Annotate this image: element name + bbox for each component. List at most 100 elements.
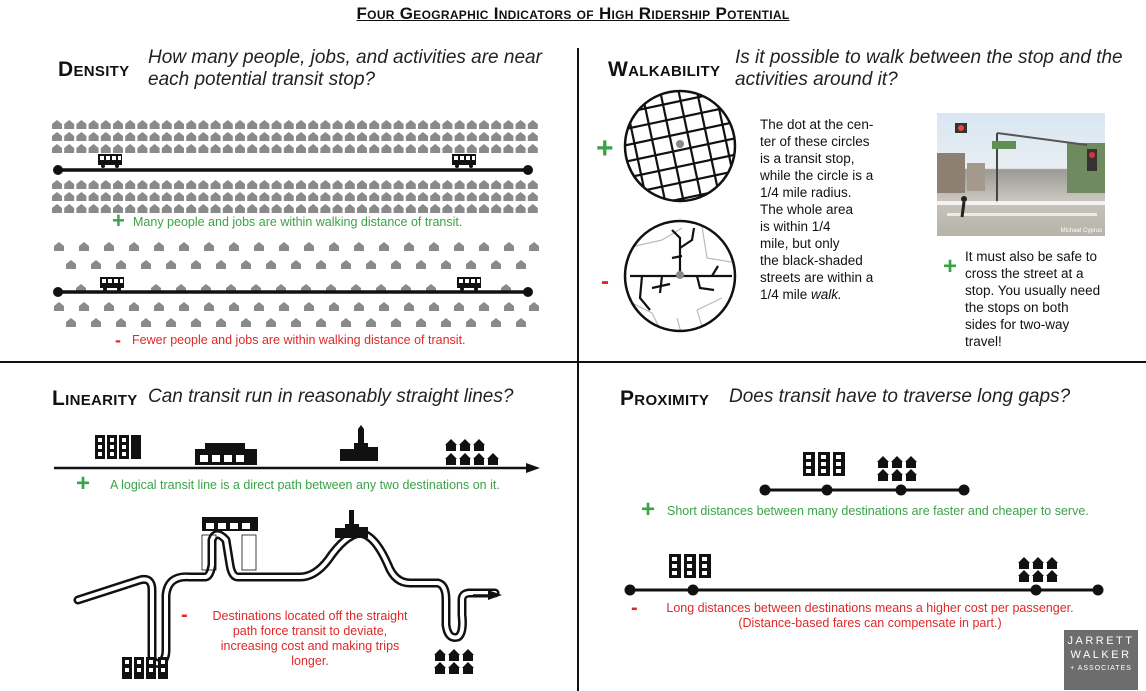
house-icon: [64, 120, 75, 129]
house-icon: [442, 120, 453, 129]
house-icon: [235, 180, 245, 189]
house-icon: [52, 144, 62, 153]
street-crossing-photo: Michael Cyprus: [937, 113, 1105, 236]
house-icon: [466, 192, 477, 201]
house-icon: [491, 144, 502, 153]
house-icon: [204, 242, 214, 251]
density-minus-caption: Fewer people and jobs are within walking…: [132, 333, 466, 347]
house-icon: [137, 120, 148, 129]
house-icon: [222, 204, 233, 213]
house-icon: [247, 144, 258, 153]
linearity-straight-diagram: [54, 425, 540, 473]
walk-emphasis: walk.: [811, 287, 842, 302]
grid-street-circle: [623, 89, 737, 203]
text-line: 1/4 mile radius.: [760, 185, 852, 200]
house-icon: [391, 318, 401, 327]
plus-icon: +: [112, 208, 125, 233]
house-icon: [179, 302, 189, 311]
text-line-start: 1/4 mile: [760, 287, 808, 302]
caption-line: increasing cost and making trips: [220, 639, 400, 653]
house-icon: [137, 144, 148, 153]
house-icon: [125, 132, 136, 141]
house-icon: [430, 180, 441, 189]
office-tower-icon: [669, 554, 711, 578]
plus-icon: +: [641, 496, 656, 523]
house-icon: [283, 132, 294, 141]
house-icon: [174, 192, 184, 201]
stop-dot: [624, 584, 636, 596]
page-title: Four Geographic Indicators of High Rider…: [356, 4, 790, 23]
stop-dot: [895, 484, 907, 496]
house-icon: [291, 318, 301, 327]
house-icon: [279, 302, 289, 311]
house-icon: [393, 132, 404, 141]
horizontal-divider: [0, 361, 1146, 363]
density-question: How many people, jobs, and activities ar…: [148, 47, 542, 90]
house-icon: [332, 180, 343, 189]
house-icon: [381, 204, 392, 213]
house-icon: [291, 260, 301, 269]
house-icon: [405, 192, 416, 201]
house-icon: [393, 120, 404, 129]
house-icon: [186, 144, 197, 153]
house-icon: [79, 302, 89, 311]
house-icon: [161, 144, 172, 153]
house-icon: [64, 144, 75, 153]
house-icon: [88, 180, 99, 189]
house-icon: [320, 192, 331, 201]
house-icon: [479, 302, 489, 311]
house-icon: [210, 144, 221, 153]
walkability-heading: Walkability: [608, 58, 721, 81]
house-icon: [52, 120, 62, 129]
house-icon: [515, 204, 526, 213]
house-icon: [125, 192, 136, 201]
house-icon: [296, 180, 306, 189]
house-icon: [76, 180, 87, 189]
minus-icon: -: [115, 330, 121, 350]
photo-scene: [937, 123, 1105, 218]
house-icon: [442, 204, 453, 213]
house-icon: [198, 204, 209, 213]
house-icon: [454, 180, 465, 189]
house-icon: [271, 120, 282, 129]
house-icon: [66, 318, 76, 327]
house-icon: [369, 204, 380, 213]
minus-icon: -: [601, 268, 609, 295]
house-icon: [527, 180, 538, 189]
house-icon: [198, 144, 209, 153]
house-icon: [113, 144, 123, 153]
houses-cluster-icon: [877, 456, 917, 481]
house-icon: [100, 180, 111, 189]
house-icon: [283, 144, 294, 153]
house-icon: [259, 132, 270, 141]
proximity-short-diagram: [759, 452, 970, 496]
shopping-center-icon: [195, 443, 257, 465]
house-icon: [354, 302, 364, 311]
house-icon: [116, 318, 126, 327]
vertical-divider: [577, 48, 579, 691]
text-line: ter of these circles: [760, 134, 870, 149]
house-icon: [235, 204, 245, 213]
house-icon: [125, 204, 136, 213]
house-icon: [430, 192, 441, 201]
house-icon: [149, 180, 160, 189]
density-high-diagram: [52, 120, 538, 213]
density-plus-caption: Many people and jobs are within walking …: [133, 215, 463, 229]
house-icon: [479, 144, 489, 153]
house-icon: [515, 132, 526, 141]
house-icon: [454, 132, 465, 141]
parking-lot-icon: [201, 534, 257, 571]
linearity-heading: Linearity: [52, 387, 138, 410]
house-icon: [381, 144, 392, 153]
house-icon: [454, 302, 464, 311]
stop-dot: [687, 584, 699, 596]
house-icon: [296, 120, 306, 129]
arrow-head: [526, 463, 540, 473]
house-icon: [418, 120, 428, 129]
cul-de-sac-circle: [623, 219, 737, 333]
house-icon: [179, 242, 189, 251]
house-icon: [64, 204, 75, 213]
text-line: mile, but only: [760, 236, 840, 251]
house-icon: [186, 204, 197, 213]
house-icon: [503, 144, 514, 153]
